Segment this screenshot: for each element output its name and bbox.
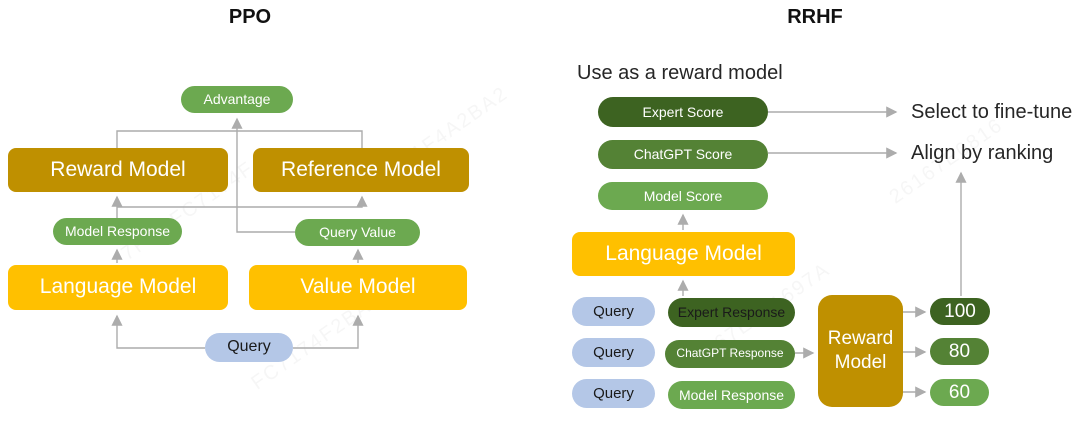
rrhf-reward-model-node: Reward Model [818, 295, 903, 407]
rrhf-query-node: Query [572, 297, 655, 326]
rrhf-align-by-ranking-label: Align by ranking [911, 142, 1054, 164]
ppo-top-bus-line [116, 130, 363, 148]
rrhf-chatgpt-score-node: ChatGPT Score [598, 140, 768, 169]
ppo-reward-model-node: Reward Model [8, 148, 228, 192]
ppo-queryvalue-to-advantage-arrow [231, 117, 295, 233]
ppo-advantage-node: Advantage [181, 86, 293, 113]
rrhf-chatgpt-response-node: ChatGPT Response [665, 340, 795, 368]
rrhf-model-score-node: Model Score [598, 182, 768, 210]
rrhf-expert-score-node: Expert Score [598, 97, 768, 127]
ppo-query-to-vm-arrow [293, 314, 364, 349]
rrhf-language-model-node: Language Model [572, 232, 795, 276]
ppo-query-node: Query [205, 333, 293, 362]
rrhf-select-to-finetune-label: Select to fine-tune [911, 101, 1073, 123]
rrhf-model-response-node: Model Response [668, 381, 795, 409]
ppo-query-to-lm-arrow [111, 314, 205, 349]
rrhf-query-node: Query [572, 338, 655, 367]
ppo-reference-model-node: Reference Model [253, 148, 469, 192]
rrhf-expert-response-node: Expert Response [668, 298, 795, 327]
ppo-lower-bus-to-reference-arrow [117, 195, 368, 208]
rrhf-score-100-node: 100 [930, 298, 990, 325]
rrhf-query-node: Query [572, 379, 655, 408]
ppo-query-value-node: Query Value [295, 219, 420, 246]
ppo-title: PPO [228, 6, 272, 28]
ppo-model-response-node: Model Response [53, 218, 182, 245]
ppo-language-model-node: Language Model [8, 265, 228, 310]
rrhf-title: RRHF [787, 6, 843, 28]
rrhf-score-60-node: 60 [930, 379, 989, 406]
ppo-value-model-node: Value Model [249, 265, 467, 310]
rrhf-annotation: Use as a reward model [577, 62, 783, 84]
rrhf-score-80-node: 80 [930, 338, 989, 365]
